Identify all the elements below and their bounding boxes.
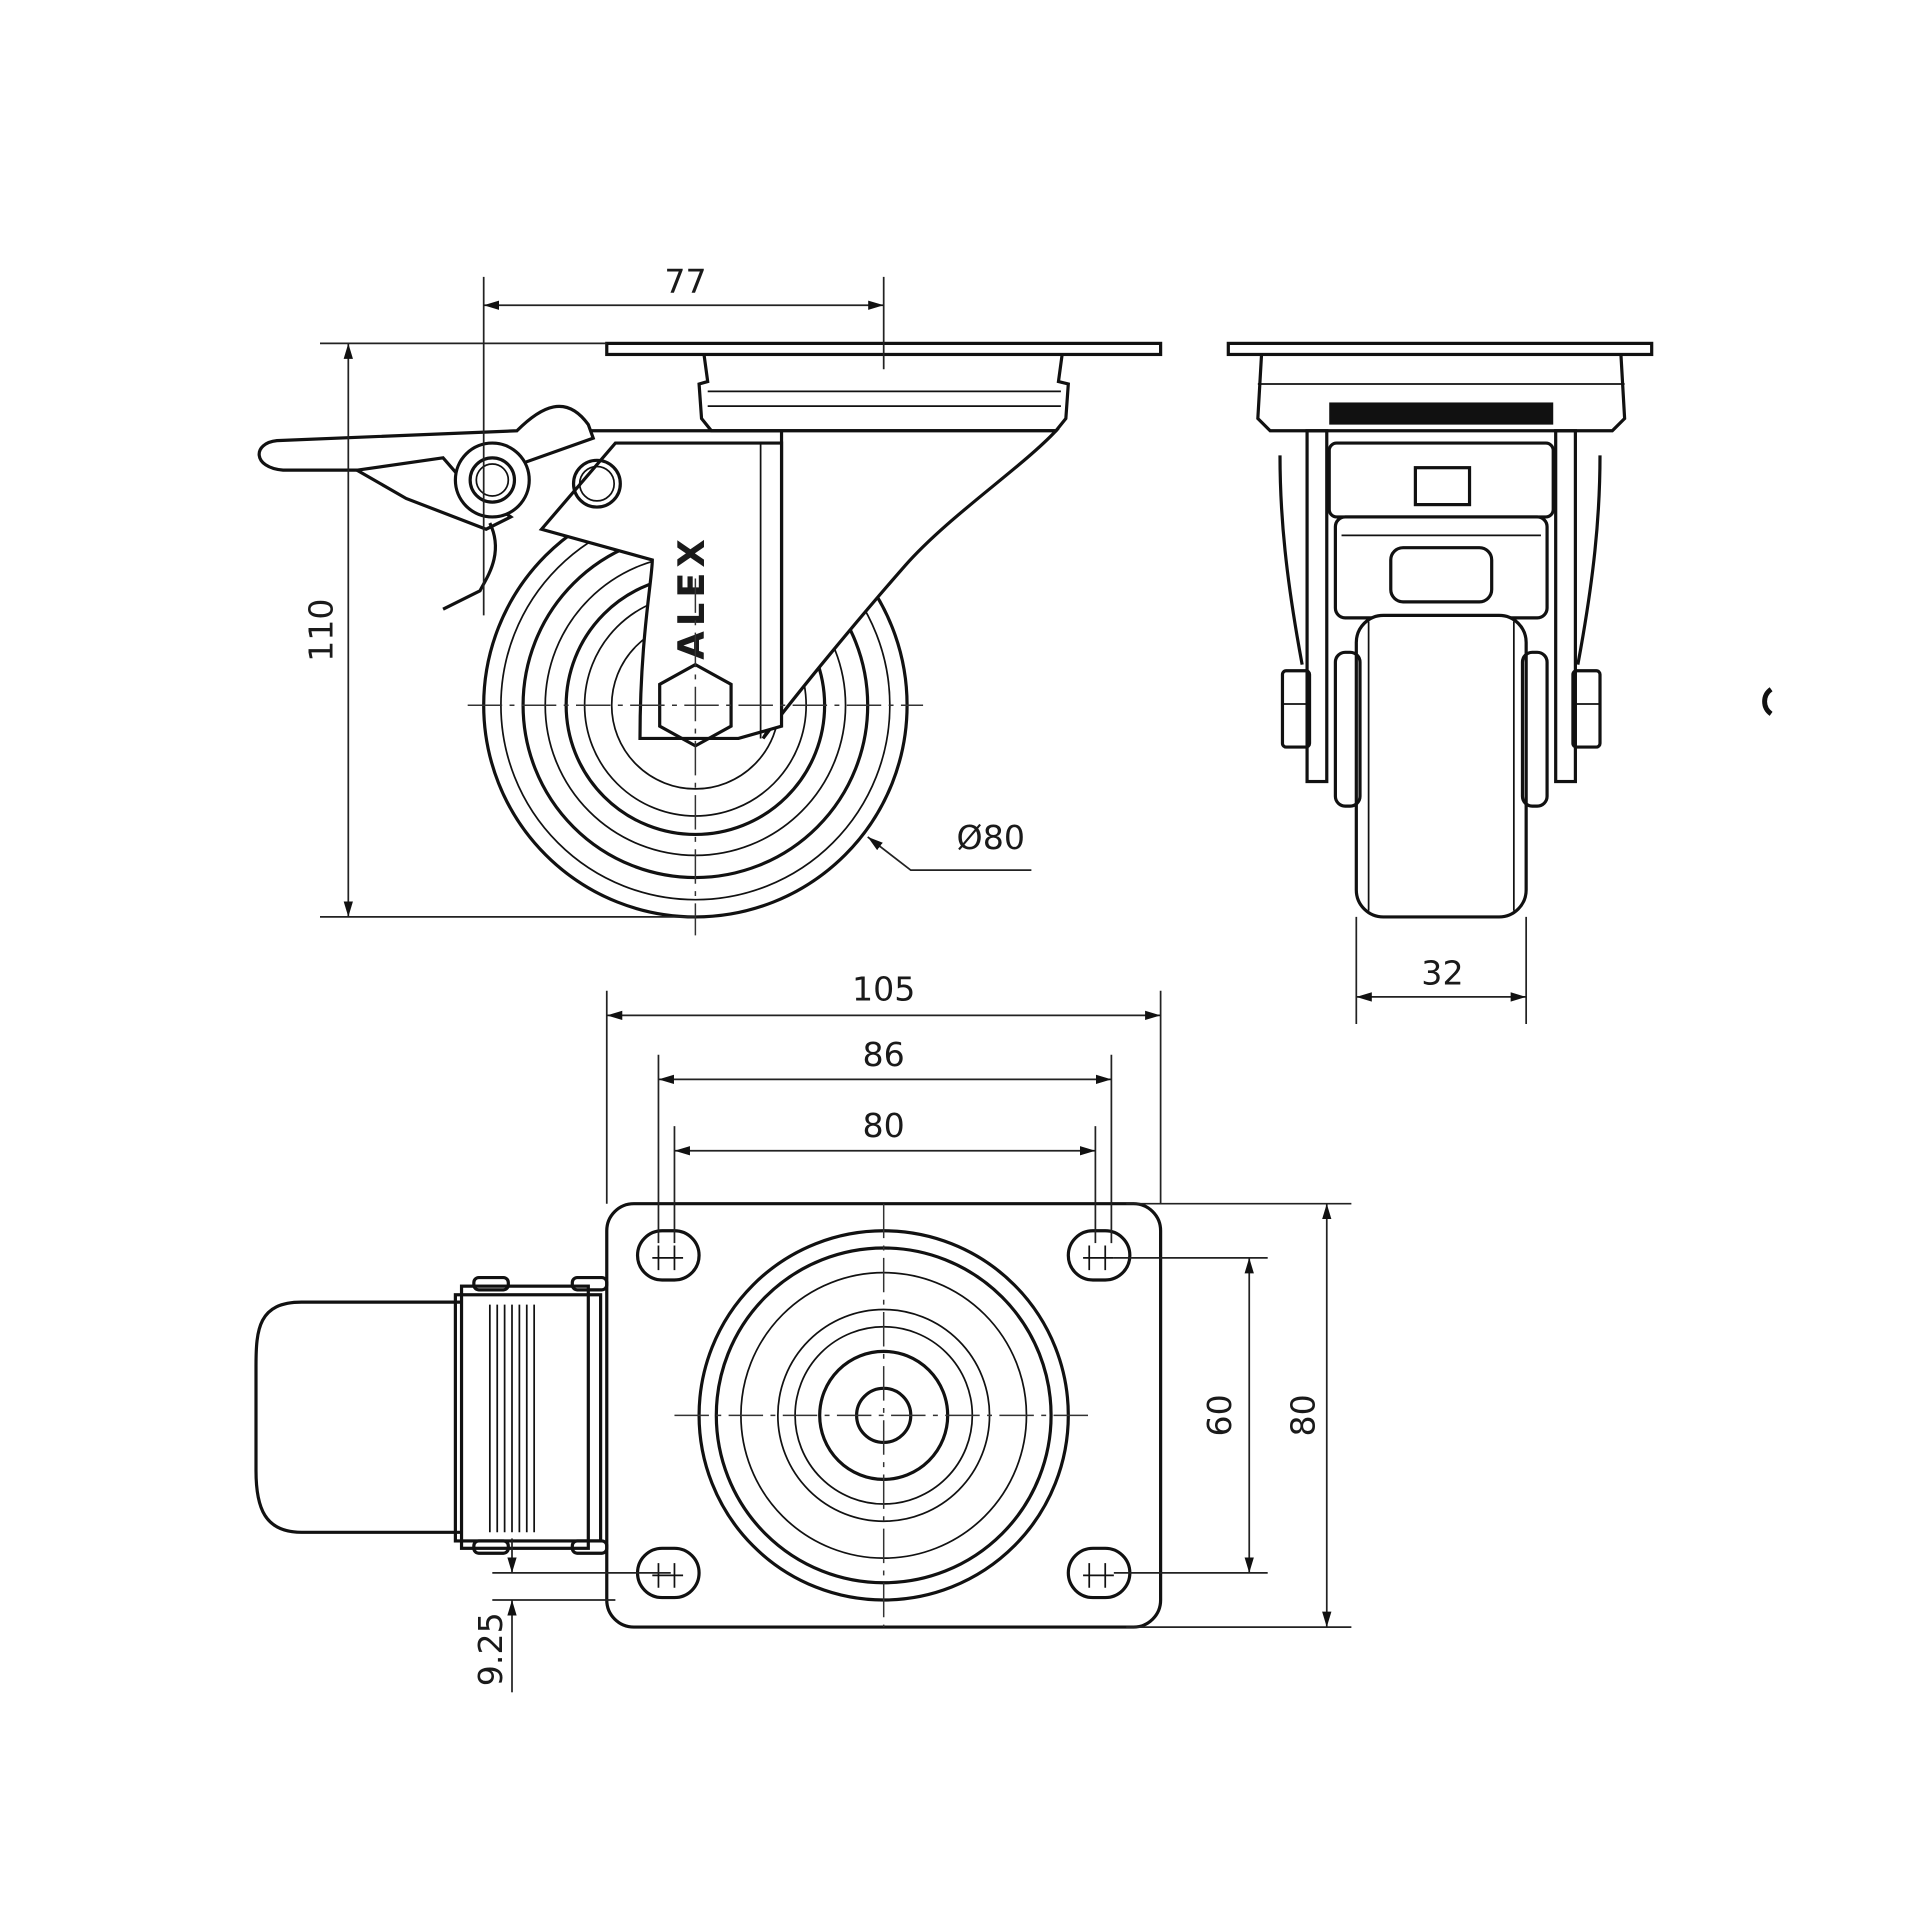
- top-brake-pedal: [254, 1275, 609, 1555]
- axle-nut-left: [1280, 669, 1312, 749]
- fork-left-side: [1305, 429, 1329, 784]
- dim-label-9-25: 9.25: [471, 1612, 510, 1686]
- dim-wheel-width: 32: [1355, 916, 1528, 1024]
- dim-hole-span: 80: [673, 1106, 1097, 1244]
- dim-label-105: 105: [852, 970, 915, 1009]
- side-view: ALEX: [257, 341, 1163, 936]
- mounting-slots: [635, 1229, 1132, 1600]
- front-view: [1226, 341, 1654, 919]
- axle-nut-right: [1571, 669, 1602, 749]
- dim-height: 110: [301, 342, 696, 918]
- dim-offset: 77: [482, 262, 885, 616]
- dim-hole-span-outer: 86: [657, 1035, 1113, 1244]
- stray-glyph-mark: [1762, 687, 1773, 716]
- dim-label-80-vertical: 80: [1283, 1394, 1322, 1436]
- dim-brake-offset: 9.25: [471, 1538, 671, 1693]
- brake-lever: [257, 404, 622, 611]
- dim-label-86: 86: [863, 1035, 905, 1074]
- logo-text: ALEX: [670, 534, 713, 659]
- fork-right-side: [1554, 429, 1577, 784]
- dim-label-77: 77: [664, 262, 706, 301]
- front-mount-plate: [1226, 341, 1654, 357]
- dim-hole-span-vertical: 60: [1113, 1256, 1268, 1574]
- dim-label-32: 32: [1421, 954, 1463, 993]
- dim-label-60: 60: [1200, 1394, 1239, 1436]
- front-black-band: [1329, 402, 1554, 425]
- front-wheel: [1354, 613, 1528, 919]
- dim-label-110: 110: [301, 598, 340, 661]
- dim-label-diameter: Ø80: [957, 818, 1025, 857]
- dim-wheel-diameter: Ø80: [867, 818, 1032, 872]
- dim-plate-length: 105: [605, 970, 1162, 1204]
- top-view: [254, 1202, 1163, 1629]
- dim-plate-width: 80: [1126, 1202, 1352, 1628]
- dim-label-80-horizontal: 80: [863, 1106, 905, 1145]
